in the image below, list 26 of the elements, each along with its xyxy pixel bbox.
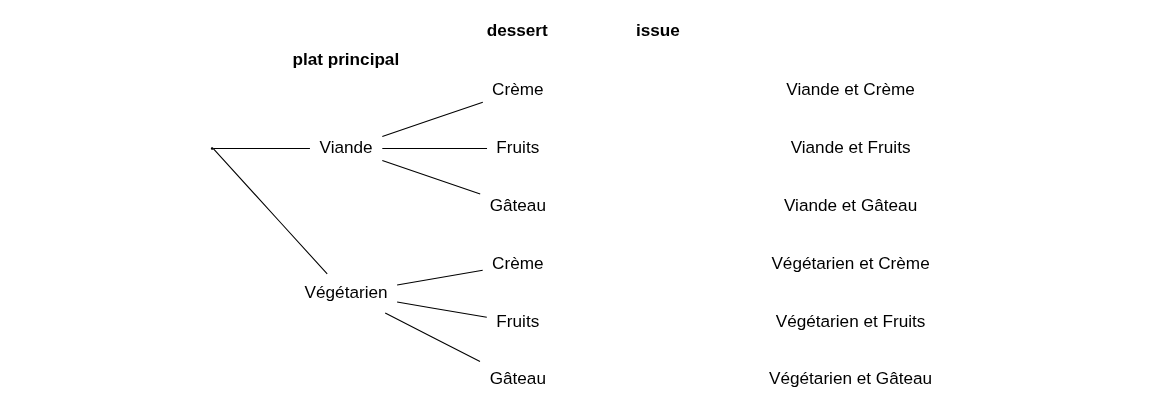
node-text: Gâteau (489, 194, 546, 215)
node-text: Viande (319, 136, 373, 157)
label: Viande et Gâteau (783, 194, 917, 215)
connector (212, 147, 328, 274)
label: plat principal (291, 48, 399, 69)
connector (396, 269, 483, 285)
connector (381, 147, 488, 149)
node-text: Végétarien (304, 281, 388, 302)
connector (381, 159, 481, 195)
label: Viande et Fruits (790, 136, 910, 157)
label: Végétarien et Gâteau (768, 367, 932, 388)
node-text: Crème (491, 252, 544, 273)
label: Végétarien et Fruits (775, 310, 925, 330)
connector (384, 311, 481, 362)
node-text: Fruits (495, 310, 539, 330)
label: dessert (486, 19, 548, 40)
node-text: Gâteau (489, 367, 546, 388)
node-text: Crème (491, 78, 544, 99)
label: Végétarien et Crème (770, 252, 930, 273)
label: Viande et Crème (785, 78, 915, 99)
connector (212, 147, 310, 149)
connector (381, 101, 483, 137)
connector (396, 300, 487, 318)
node-text: Fruits (495, 136, 539, 157)
label: issue (635, 19, 680, 40)
node-point (210, 146, 213, 150)
